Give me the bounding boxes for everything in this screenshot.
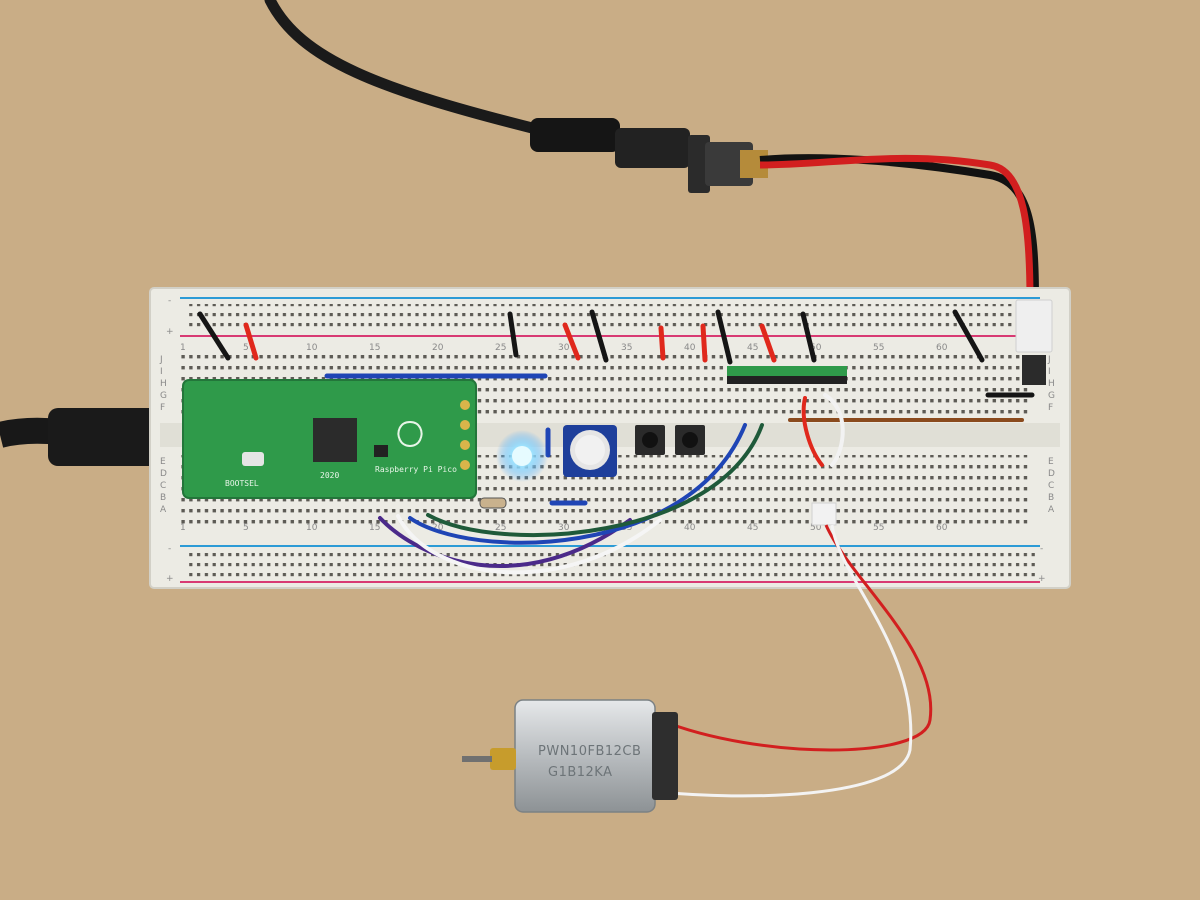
row-letter: F <box>160 403 165 413</box>
rail-plus-top: + <box>166 327 174 337</box>
column-number-top: 55 <box>873 343 884 353</box>
rail-minus-bottom-right: - <box>1040 544 1043 554</box>
wires <box>324 373 1035 575</box>
dc-motor: PWN10FB12CB G1B12KA <box>462 699 678 813</box>
row-letter: C <box>1048 481 1054 491</box>
row-letter: F <box>1048 403 1053 413</box>
row-letter: I <box>1048 367 1051 377</box>
row-letter: A <box>160 505 167 515</box>
push-button-1 <box>635 425 665 455</box>
column-number-bottom: 55 <box>873 523 884 533</box>
column-number-top: 25 <box>495 343 506 353</box>
pico-silkscreen-year: 2020 <box>320 471 339 480</box>
rail-plus-bottom-right: + <box>1038 574 1046 584</box>
column-number-bottom: 15 <box>369 523 380 533</box>
motor-label-line1: PWN10FB12CB <box>538 744 641 759</box>
resistor <box>479 497 507 509</box>
column-number-bottom: 5 <box>243 523 249 533</box>
motor-leads <box>659 524 933 798</box>
column-number-top: 50 <box>810 343 822 353</box>
rail-minus-bottom: - <box>168 544 171 554</box>
column-number-top: 1 <box>180 343 186 353</box>
column-number-bottom: 25 <box>495 523 506 533</box>
motor-connector <box>811 502 837 526</box>
row-letter: H <box>160 379 167 389</box>
rail-plus-bottom: + <box>166 574 174 584</box>
row-letter: D <box>160 469 167 479</box>
column-number-bottom: 45 <box>747 523 758 533</box>
pico-board: 2020 BOOTSEL Raspberry Pi Pico <box>182 379 477 499</box>
column-number-top: 10 <box>306 343 318 353</box>
row-letter: E <box>1048 457 1054 467</box>
column-number-top: 40 <box>684 343 696 353</box>
column-number-bottom: 50 <box>810 523 822 533</box>
row-letter: D <box>1048 469 1055 479</box>
pico-pins <box>460 400 470 470</box>
row-letter: G <box>1048 391 1055 401</box>
blue-led <box>496 430 548 482</box>
raspberry-logo-icon <box>397 420 423 447</box>
column-number-bottom: 10 <box>306 523 318 533</box>
pico-silkscreen-name: Raspberry Pi Pico <box>375 465 457 474</box>
column-number-top: 20 <box>432 343 444 353</box>
column-number-top: 35 <box>621 343 632 353</box>
row-letter: A <box>1048 505 1055 515</box>
motor-label-line2: G1B12KA <box>548 765 613 780</box>
column-number-bottom: 20 <box>432 523 444 533</box>
column-number-top: 60 <box>936 343 948 353</box>
row-letter: J <box>1047 355 1051 365</box>
column-number-top: 15 <box>369 343 380 353</box>
column-number-bottom: 30 <box>558 523 570 533</box>
row-letter: I <box>160 367 163 377</box>
row-letter: B <box>1048 493 1054 503</box>
dc-power-cable <box>264 0 1039 301</box>
row-letter: H <box>1048 379 1055 389</box>
row-letter: E <box>160 457 166 467</box>
row-letter: G <box>160 391 167 401</box>
pico-silkscreen-bootsel: BOOTSEL <box>225 479 259 488</box>
column-number-top: 5 <box>243 343 249 353</box>
power-connector <box>1015 299 1053 385</box>
column-number-bottom: 60 <box>936 523 948 533</box>
header-module <box>727 366 847 384</box>
column-number-bottom: 1 <box>180 523 186 533</box>
push-button-2 <box>675 425 705 455</box>
rail-jumpers <box>197 309 985 365</box>
row-letter: B <box>160 493 166 503</box>
column-number-top: 45 <box>747 343 758 353</box>
column-number-top: 30 <box>558 343 570 353</box>
potentiometer <box>563 425 617 477</box>
row-letter: J <box>159 355 163 365</box>
column-number-bottom: 40 <box>684 523 696 533</box>
row-letter: C <box>160 481 166 491</box>
rail-minus-top: - <box>168 296 171 306</box>
